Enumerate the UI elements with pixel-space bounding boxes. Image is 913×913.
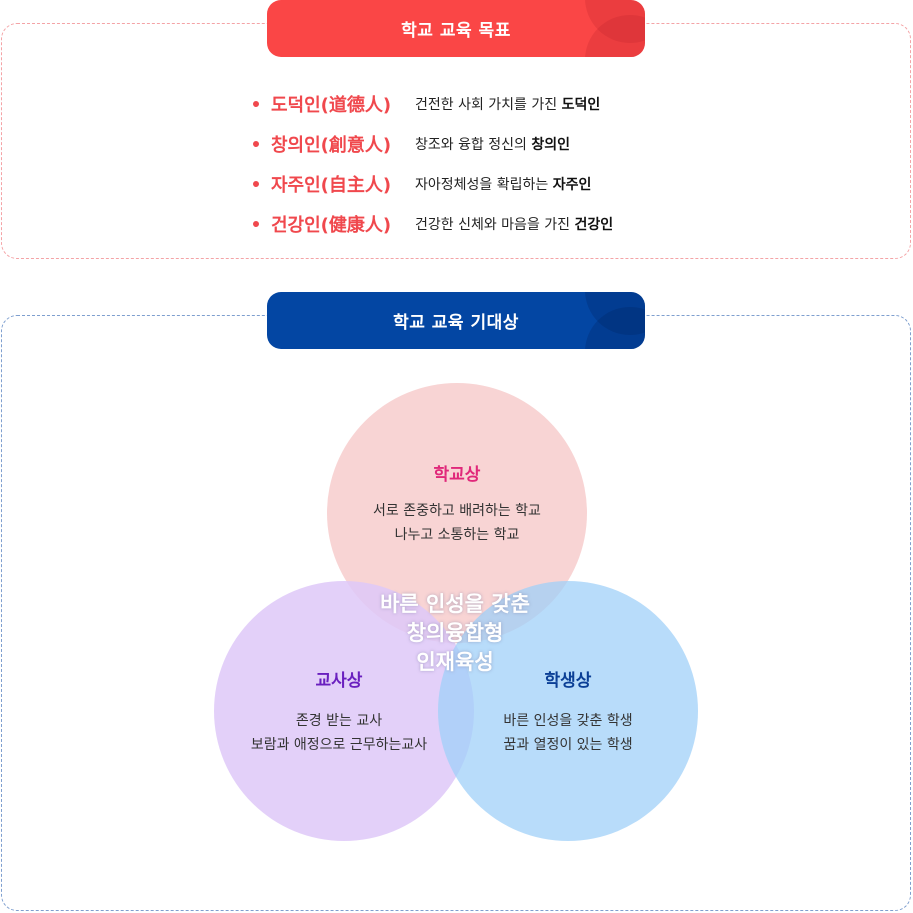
goal-desc: 건강한 신체와 마음을 가진 건강인: [415, 217, 614, 233]
student-vision-line: 꿈과 열정이 있는 학생: [503, 737, 633, 753]
teacher-circle: [214, 581, 474, 841]
teacher-vision-line: 보람과 애정으로 근무하는교사: [250, 737, 428, 753]
goal-desc: 건전한 사회 가치를 가진 도덕인: [415, 97, 601, 113]
goal-term: 도덕인(道德人): [271, 95, 392, 116]
teacher-vision-line: 존경 받는 교사: [295, 713, 383, 729]
goal-term: 건강인(健康人): [271, 215, 392, 236]
goal-term: 자주인(自主人): [271, 175, 392, 196]
center-line: 창의융합형: [406, 621, 504, 645]
goal-term: 창의인(創意人): [271, 135, 392, 156]
goal-item: 자주인(自主人) 자아정체성을 확립하는 자주인: [253, 164, 613, 204]
bullet-icon: [253, 141, 259, 147]
goal-item: 건강인(健康人) 건강한 신체와 마음을 가진 건강인: [253, 204, 613, 244]
school-vision-line: 서로 존중하고 배려하는 학교: [373, 503, 541, 519]
vision-title-banner: 학교 교육 기대상: [267, 292, 645, 349]
school-vision-title: 학교상: [433, 465, 481, 485]
bullet-icon: [253, 221, 259, 227]
center-vision-statement: 바른 인성을 갖춘 창의융합형 인재육성: [330, 590, 580, 677]
student-vision: 학생상 바른 인성을 갖춘 학생 꿈과 열정이 있는 학생: [448, 666, 688, 757]
teacher-vision-title: 교사상: [315, 671, 363, 691]
bullet-icon: [253, 101, 259, 107]
goal-item: 창의인(創意人) 창조와 융합 정신의 창의인: [253, 124, 613, 164]
goal-desc: 창조와 융합 정신의 창의인: [415, 137, 571, 153]
student-vision-title: 학생상: [544, 671, 592, 691]
school-vision: 학교상 서로 존중하고 배려하는 학교 나누고 소통하는 학교: [327, 460, 587, 547]
teacher-vision: 교사상 존경 받는 교사 보람과 애정으로 근무하는교사: [214, 666, 464, 757]
goals-title-banner: 학교 교육 목표: [267, 0, 645, 57]
center-line: 인재육성: [416, 650, 494, 674]
bullet-icon: [253, 181, 259, 187]
student-circle: [438, 581, 698, 841]
student-vision-line: 바른 인성을 갖춘 학생: [503, 713, 633, 729]
goals-title: 학교 교육 목표: [401, 21, 511, 41]
vision-title: 학교 교육 기대상: [393, 313, 519, 333]
school-vision-line: 나누고 소통하는 학교: [394, 527, 520, 543]
goal-item: 도덕인(道德人) 건전한 사회 가치를 가진 도덕인: [253, 84, 613, 124]
center-line: 바른 인성을 갖춘: [380, 592, 530, 616]
goal-desc: 자아정체성을 확립하는 자주인: [415, 177, 592, 193]
goals-list: 도덕인(道德人) 건전한 사회 가치를 가진 도덕인 창의인(創意人) 창조와 …: [253, 84, 613, 244]
